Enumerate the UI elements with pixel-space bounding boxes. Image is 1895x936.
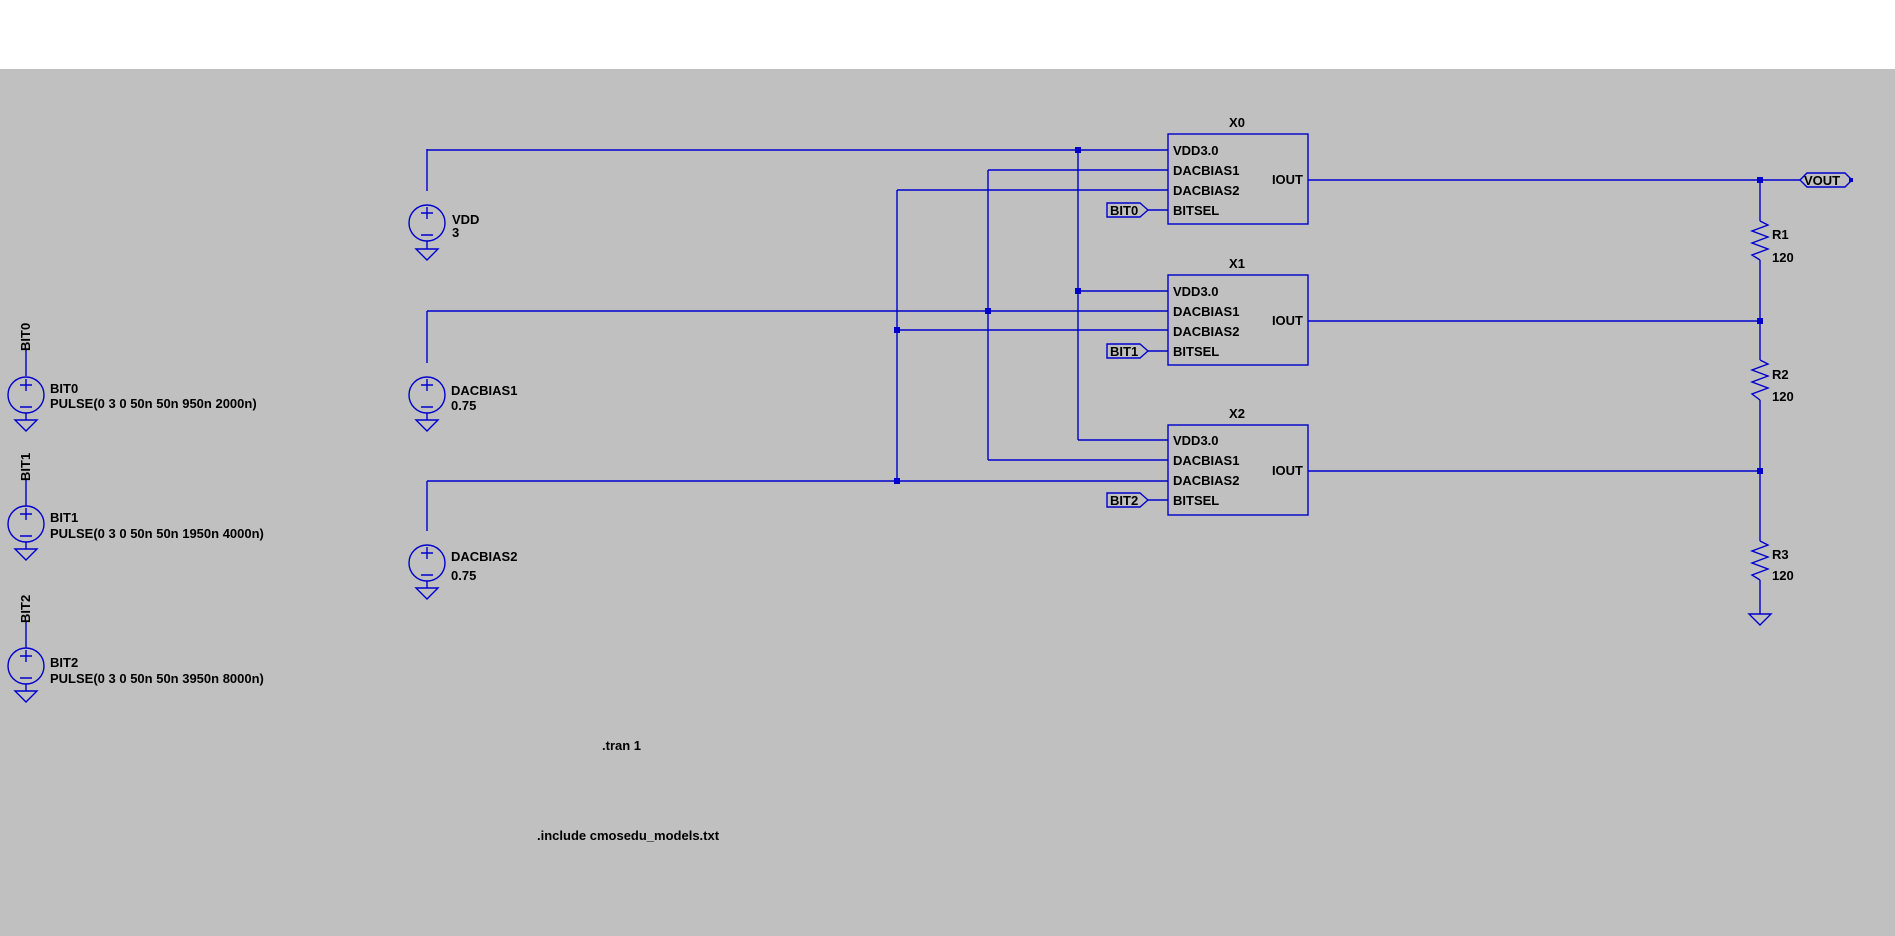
subcircuit-name: X0: [1229, 115, 1245, 130]
source-name: VDD: [452, 212, 479, 227]
bit-net-flag: BIT2: [1106, 492, 1150, 508]
bit-net-flag: BIT0: [1106, 202, 1150, 218]
pin-label: VDD3.0: [1173, 143, 1219, 158]
resistor-r2[interactable]: R2 120: [1750, 359, 1794, 404]
source-vdd[interactable]: VDD 3: [408, 204, 479, 261]
resistor-name: R1: [1772, 227, 1789, 242]
pin-label: IOUT: [1272, 313, 1303, 328]
pin-label: BITSEL: [1173, 344, 1219, 359]
pin-label: DACBIAS2: [1173, 183, 1239, 198]
source-name: DACBIAS2: [451, 549, 517, 564]
subcircuit-name: X1: [1229, 256, 1245, 271]
subcircuit-name: X2: [1229, 406, 1245, 421]
wire-vdd: [426, 149, 1168, 441]
resistor-value: 120: [1772, 389, 1794, 404]
junction-dot: [894, 478, 900, 484]
source-name: DACBIAS1: [451, 383, 517, 398]
pin-label: DACBIAS2: [1173, 324, 1239, 339]
resistor-r1[interactable]: R1 120: [1750, 220, 1794, 265]
resistor-value: 120: [1772, 568, 1794, 583]
net-label: BIT1: [18, 453, 33, 481]
pin-label: DACBIAS1: [1173, 453, 1239, 468]
junction-dot: [1757, 318, 1763, 324]
source-bit2[interactable]: BIT2 BIT2 PULSE(0 3 0 50n 50n 3950n 8000…: [7, 595, 264, 703]
schematic-drawing: VDD 3 DACBIAS1 0.75 DACBIAS2 0.75 BIT0 B…: [7, 115, 1853, 843]
source-name: BIT2: [50, 655, 78, 670]
resistor-r3[interactable]: R3 120: [1747, 540, 1794, 626]
pin-label: DACBIAS1: [1173, 163, 1239, 178]
net-label: BIT2: [18, 595, 33, 623]
source-value: 0.75: [451, 568, 476, 583]
source-dacbias1[interactable]: DACBIAS1 0.75: [408, 376, 517, 432]
subcircuit-x0[interactable]: X0 VDD3.0 DACBIAS1 DACBIAS2 BITSEL IOUT …: [1106, 115, 1309, 225]
junction-dot: [1075, 288, 1081, 294]
bit-net-flag: BIT1: [1106, 343, 1150, 359]
junction-dot: [985, 308, 991, 314]
wire-dacbias1: [426, 169, 1168, 461]
output-label-vout[interactable]: VOUT: [1799, 172, 1853, 188]
net-label: BIT2: [1110, 493, 1138, 508]
junction-dot: [1757, 177, 1763, 183]
source-name: BIT1: [50, 510, 78, 525]
ground-symbol: [1747, 613, 1773, 626]
directive-tran[interactable]: .tran 1: [602, 738, 641, 753]
resistor-name: R3: [1772, 547, 1789, 562]
source-name: BIT0: [50, 381, 78, 396]
source-bit1[interactable]: BIT1 BIT1 PULSE(0 3 0 50n 50n 1950n 4000…: [7, 453, 264, 561]
source-bit0[interactable]: BIT0 BIT0 PULSE(0 3 0 50n 50n 950n 2000n…: [7, 323, 257, 432]
pin-label: BITSEL: [1173, 203, 1219, 218]
directive-include[interactable]: .include cmosedu_models.txt: [537, 828, 720, 843]
net-label: VOUT: [1804, 173, 1840, 188]
pin-label: IOUT: [1272, 172, 1303, 187]
wire-dacbias2: [426, 189, 1168, 531]
source-dacbias2[interactable]: DACBIAS2 0.75: [408, 544, 517, 600]
pin-label: IOUT: [1272, 463, 1303, 478]
subcircuit-x2[interactable]: X2 VDD3.0 DACBIAS1 DACBIAS2 BITSEL IOUT …: [1106, 406, 1309, 516]
net-label: BIT0: [1110, 203, 1138, 218]
source-value: 3: [452, 225, 459, 240]
net-label: BIT1: [1110, 344, 1138, 359]
source-value: PULSE(0 3 0 50n 50n 950n 2000n): [50, 396, 257, 411]
pin-label: DACBIAS2: [1173, 473, 1239, 488]
pin-label: VDD3.0: [1173, 433, 1219, 448]
junction-dot: [894, 327, 900, 333]
schematic-canvas[interactable]: VDD 3 DACBIAS1 0.75 DACBIAS2 0.75 BIT0 B…: [0, 69, 1895, 936]
net-label: BIT0: [18, 323, 33, 351]
wire-vout: [1308, 179, 1800, 614]
junction-dot: [1757, 468, 1763, 474]
source-value: PULSE(0 3 0 50n 50n 1950n 4000n): [50, 526, 264, 541]
source-value: 0.75: [451, 398, 476, 413]
resistor-value: 120: [1772, 250, 1794, 265]
resistor-name: R2: [1772, 367, 1789, 382]
pin-label: VDD3.0: [1173, 284, 1219, 299]
junctions: [894, 147, 1763, 484]
source-value: PULSE(0 3 0 50n 50n 3950n 8000n): [50, 671, 264, 686]
wires: [25, 149, 1800, 648]
pin-label: DACBIAS1: [1173, 304, 1239, 319]
subcircuit-x1[interactable]: X1 VDD3.0 DACBIAS1 DACBIAS2 BITSEL IOUT …: [1106, 256, 1309, 366]
junction-dot: [1075, 147, 1081, 153]
wire-bitsel: [1148, 209, 1168, 501]
pin-label: BITSEL: [1173, 493, 1219, 508]
